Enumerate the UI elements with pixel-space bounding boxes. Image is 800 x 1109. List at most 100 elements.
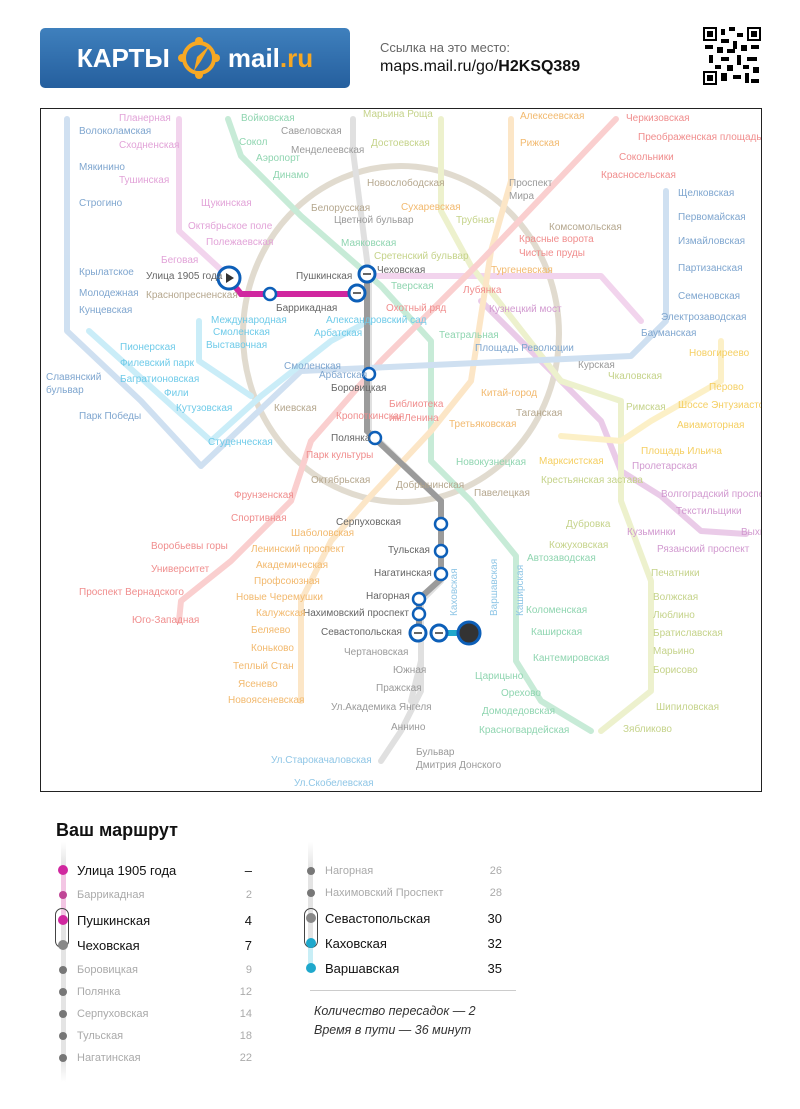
station-label[interactable]: Севастопольская [321, 627, 402, 638]
station-label[interactable]: Орехово [501, 688, 541, 699]
station-label[interactable]: Текстильщики [676, 506, 742, 517]
station-label[interactable]: Чеховская [377, 265, 426, 276]
station-label[interactable]: Чистые пруды [519, 248, 585, 259]
station-label[interactable]: Печатники [651, 568, 700, 579]
station-label[interactable]: Измайловская [678, 236, 746, 247]
station-label[interactable]: Мира [509, 191, 535, 202]
station-label[interactable]: Менделеевская [291, 145, 365, 156]
station-label[interactable]: Красные ворота [519, 234, 594, 245]
station-label[interactable]: Семеновская [678, 291, 741, 302]
station-label[interactable]: Воробьевы горы [151, 541, 228, 552]
station-label[interactable]: Тушинская [119, 175, 170, 186]
station-label[interactable]: Охотный ряд [386, 303, 447, 314]
station-label[interactable]: Китай-город [481, 388, 538, 399]
station-label[interactable]: Чертановская [344, 647, 409, 658]
station-label[interactable]: Бауманская [641, 328, 697, 339]
station-label[interactable]: Борисово [653, 665, 698, 676]
station-label[interactable]: Щелковская [678, 188, 735, 199]
station-label[interactable]: Волоколамская [79, 126, 152, 137]
station-label[interactable]: Арбатская [314, 328, 363, 339]
station-label[interactable]: Красносельская [601, 170, 676, 181]
station-label[interactable]: Коньково [251, 643, 294, 654]
station-label[interactable]: Новослободская [367, 178, 445, 189]
station-label[interactable]: Волжская [653, 592, 699, 603]
station-label[interactable]: Площадь Революции [475, 343, 574, 354]
station-label[interactable]: Студенческая [208, 437, 273, 448]
station-marker[interactable] [433, 566, 449, 582]
station-label[interactable]: Достоевская [371, 138, 430, 149]
station-label[interactable]: Калужская [256, 608, 306, 619]
station-label[interactable]: Крылатское [79, 267, 134, 278]
station-label[interactable]: Трубная [456, 215, 495, 226]
station-label[interactable]: Римская [626, 402, 666, 413]
station-label[interactable]: Боровицкая [331, 383, 387, 394]
station-label[interactable]: Пролетарская [632, 461, 698, 472]
station-label[interactable]: Улица 1905 года [146, 271, 223, 282]
station-label[interactable]: Зябликово [623, 724, 672, 735]
station-label[interactable]: Царицыно [475, 671, 524, 682]
station-label[interactable]: Проспект [509, 178, 553, 189]
station-label[interactable]: Черкизовская [626, 113, 690, 124]
station-label[interactable]: Лубянка [463, 285, 502, 296]
station-label[interactable]: Марксистская [539, 456, 604, 467]
station-label[interactable]: Люблино [653, 610, 695, 621]
station-label[interactable]: Сходненская [119, 140, 180, 151]
station-label[interactable]: Сретенский бульвар [374, 251, 469, 262]
station-label[interactable]: Площадь Ильича [641, 446, 722, 457]
station-label[interactable]: Кузнецкий мост [489, 304, 562, 315]
station-label[interactable]: Кузьминки [627, 527, 676, 538]
station-label[interactable]: Крестьянская застава [541, 475, 643, 486]
station-label[interactable]: Чкаловская [608, 371, 663, 382]
station-label[interactable]: Ул.Скобелевская [294, 778, 374, 789]
station-label[interactable]: Курская [578, 360, 615, 371]
station-label[interactable]: Арбатская [319, 370, 368, 381]
station-label[interactable]: Баррикадная [276, 303, 338, 314]
station-label[interactable]: Волгоградский проспект [661, 489, 761, 500]
station-label[interactable]: Аннино [391, 722, 426, 733]
station-label[interactable]: Спортивная [231, 513, 287, 524]
station-label[interactable]: Университет [151, 564, 210, 575]
station-label[interactable]: Международная [211, 315, 287, 326]
station-label[interactable]: Преображенская площадь [638, 132, 762, 143]
station-label[interactable]: Электрозаводская [661, 312, 747, 323]
station-label[interactable]: Авиамоторная [677, 420, 745, 431]
station-label[interactable]: Новогиреево [689, 348, 750, 359]
station-label[interactable]: Алексеевская [520, 111, 585, 122]
station-label[interactable]: Кунцевская [79, 305, 133, 316]
station-label[interactable]: им.Ленина [389, 413, 439, 424]
station-label[interactable]: Новоясеневская [228, 695, 305, 706]
logo[interactable]: КАРТЫ mail.ru [40, 28, 350, 88]
station-label[interactable]: Рижская [520, 138, 560, 149]
station-label[interactable]: Каширская [531, 627, 583, 638]
station-label[interactable]: Юго-Западная [132, 615, 200, 626]
station-label[interactable]: Автозаводская [527, 553, 596, 564]
station-label[interactable]: Маяковская [341, 238, 397, 249]
station-label[interactable]: Молодежная [79, 288, 139, 299]
station-label[interactable]: Беговая [161, 255, 199, 266]
share-link[interactable]: maps.mail.ru/go/H2KSQ389 [380, 58, 581, 75]
station-label[interactable]: Мякинино [79, 162, 125, 173]
station-label[interactable]: Пражская [376, 683, 422, 694]
station-label[interactable]: Шипиловская [656, 702, 720, 713]
station-label[interactable]: Беляево [251, 625, 291, 636]
station-label[interactable]: Октябрьская [311, 475, 371, 486]
station-label[interactable]: Третьяковская [449, 419, 517, 430]
station-label[interactable]: Домодедовская [482, 706, 556, 717]
station-marker[interactable] [433, 516, 449, 532]
station-marker[interactable] [411, 606, 427, 622]
station-label[interactable]: Кантемировская [533, 653, 610, 664]
station-label[interactable]: Южная [393, 665, 427, 676]
station-label[interactable]: Перово [709, 382, 744, 393]
station-label[interactable]: бульвар [46, 385, 84, 396]
station-label[interactable]: Сокол [239, 137, 268, 148]
station-label[interactable]: Тургеневская [491, 265, 553, 276]
station-label[interactable]: Теплый Стан [233, 661, 294, 672]
station-label[interactable]: Шаболовская [291, 528, 355, 539]
station-label[interactable]: Кропоткинская [336, 411, 405, 422]
station-label[interactable]: Кутузовская [176, 403, 233, 414]
station-label[interactable]: Выхино [741, 527, 761, 538]
station-label[interactable]: Сухаревская [401, 202, 461, 213]
station-label[interactable]: Щукинская [201, 198, 252, 209]
station-label[interactable]: Новокузнецкая [456, 457, 526, 468]
